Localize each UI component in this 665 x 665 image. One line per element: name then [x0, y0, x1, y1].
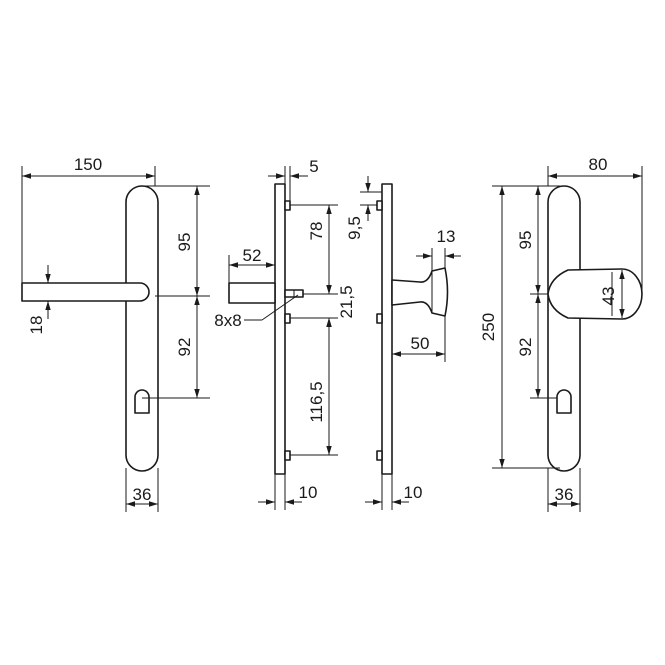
knob-fixing-top: [376, 200, 383, 211]
knob-fixing-bottom: [376, 450, 383, 461]
knob-front-view: [547, 185, 643, 472]
backplate: [125, 185, 159, 472]
knob-backplate: [547, 185, 581, 472]
dim-height-250: 250: [479, 313, 498, 341]
dim-top-5: 5: [309, 157, 318, 176]
side-fixing-bottom: [284, 450, 291, 461]
dim-top-9-5: 9,5: [345, 216, 364, 240]
knob-front-dimensions: 80 250 95 92 43 36: [479, 155, 643, 512]
side-fixing-middle: [284, 313, 291, 324]
dim-plate-36: 36: [133, 485, 152, 504]
knob-side-view: [376, 183, 449, 475]
dim-spindle-21-5: 21,5: [337, 285, 356, 318]
dim-width-150: 150: [74, 155, 102, 174]
lever-front-view: [21, 185, 159, 472]
dim-lower-92: 92: [175, 338, 194, 357]
knob-side-dimensions: 9,5 13 50 10: [345, 176, 461, 510]
dim-upper-95: 95: [175, 233, 194, 252]
dim-width-80: 80: [589, 155, 608, 174]
dim-knob-upper-95: 95: [516, 231, 535, 250]
dim-plate-10-right: 10: [404, 483, 423, 502]
lever-side-dimensions: 5 52 78 21,5 116,5 8x8 10: [214, 157, 356, 510]
side-plate: [274, 183, 286, 475]
lever-side-handle: [228, 282, 276, 304]
dim-plate-10-left: 10: [299, 483, 318, 502]
lever-side-view: [228, 183, 304, 475]
knob-profile: [391, 267, 449, 317]
knob-fixing-middle: [376, 313, 383, 324]
dim-upper-78: 78: [307, 222, 326, 241]
knob-keyhole-cutout: [556, 389, 572, 414]
lever-front-dimensions: 150 95 92 18 36: [21, 155, 210, 512]
dim-lower-116-5: 116,5: [307, 381, 326, 422]
dim-knob-13: 13: [437, 227, 456, 246]
dim-knob-lower-92: 92: [516, 338, 535, 357]
dim-knob-43: 43: [599, 287, 618, 306]
dim-projection-52: 52: [243, 246, 262, 265]
knob-side-plate: [381, 183, 393, 475]
keyhole-cutout: [134, 389, 150, 414]
side-fixing-top: [284, 200, 291, 211]
dim-projection-50: 50: [411, 334, 430, 353]
dim-knob-plate-36: 36: [555, 485, 574, 504]
dim-lever-18: 18: [27, 316, 46, 335]
lever-handle: [21, 282, 150, 302]
knob-head: [547, 268, 643, 320]
dim-square-8x8: 8x8: [214, 311, 241, 330]
